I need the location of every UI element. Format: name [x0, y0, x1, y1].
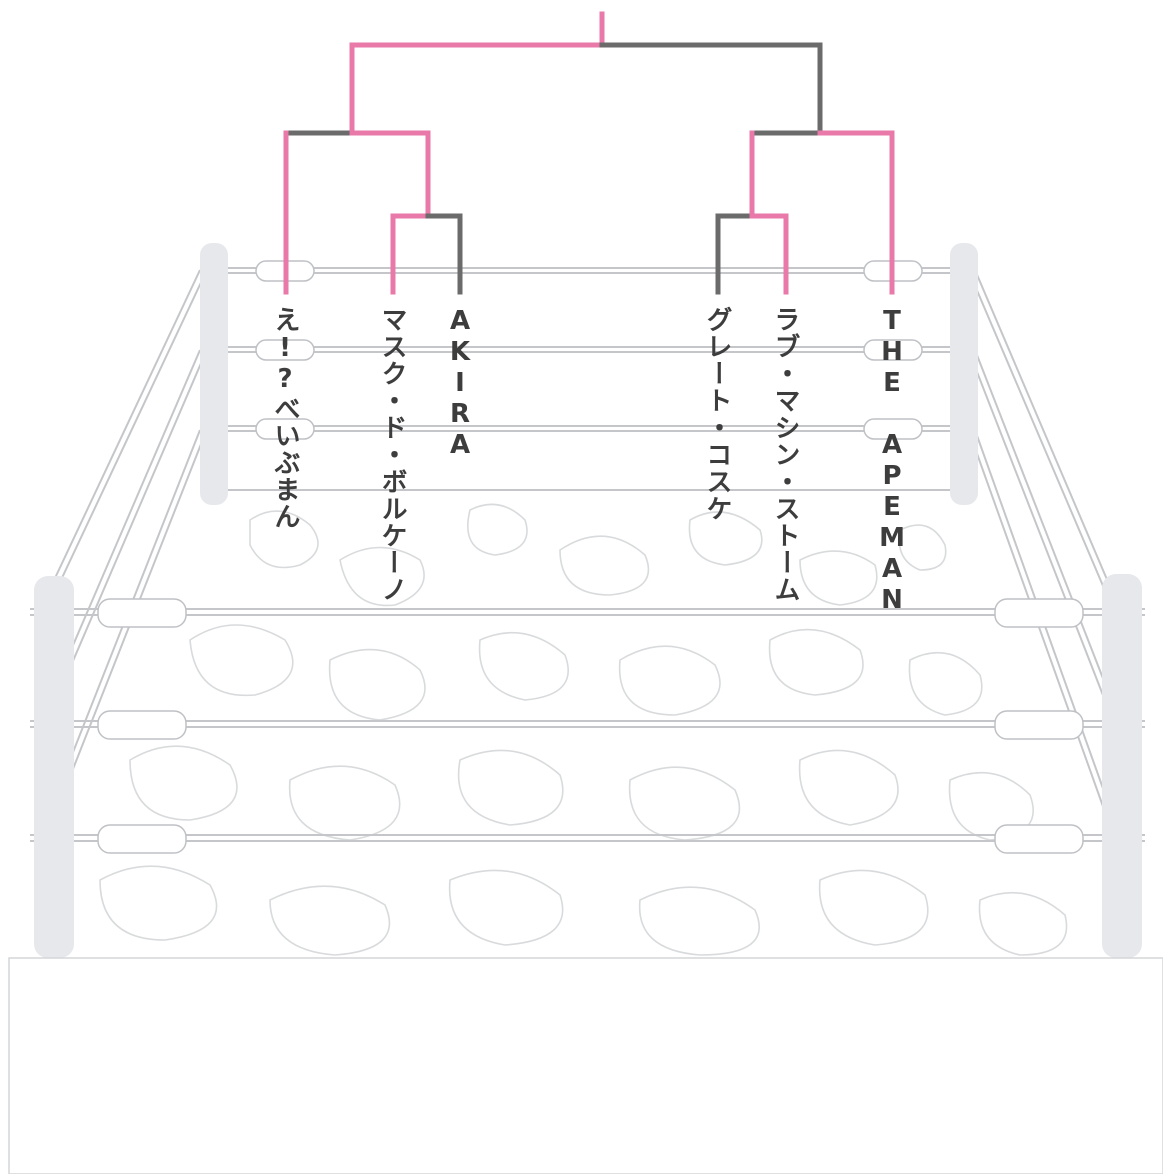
front-rope-pads: [97, 598, 1084, 854]
back-ropes: [228, 267, 950, 491]
mat-pattern: [99, 503, 1068, 956]
front-ropes: [30, 608, 1145, 842]
entrant-name-2: マスク・ド・ボルケーノ: [377, 306, 407, 603]
entrant-name-4: グレート・コスケ: [702, 306, 732, 522]
right-side-ropes: [969, 269, 1121, 841]
ring-apron: [8, 957, 1163, 1174]
entrant-name-3: AKIRA: [445, 306, 475, 461]
entrant-name-6: THE APEMAN: [877, 306, 907, 616]
entrant-name-1: え!?べいぶまん: [270, 306, 300, 530]
back-right-post: [950, 243, 978, 505]
front-right-post: [1102, 574, 1142, 958]
front-left-post: [34, 576, 74, 958]
back-left-post: [200, 243, 228, 505]
entrant-name-5: ラブ・マシン・ストーム: [770, 306, 800, 603]
